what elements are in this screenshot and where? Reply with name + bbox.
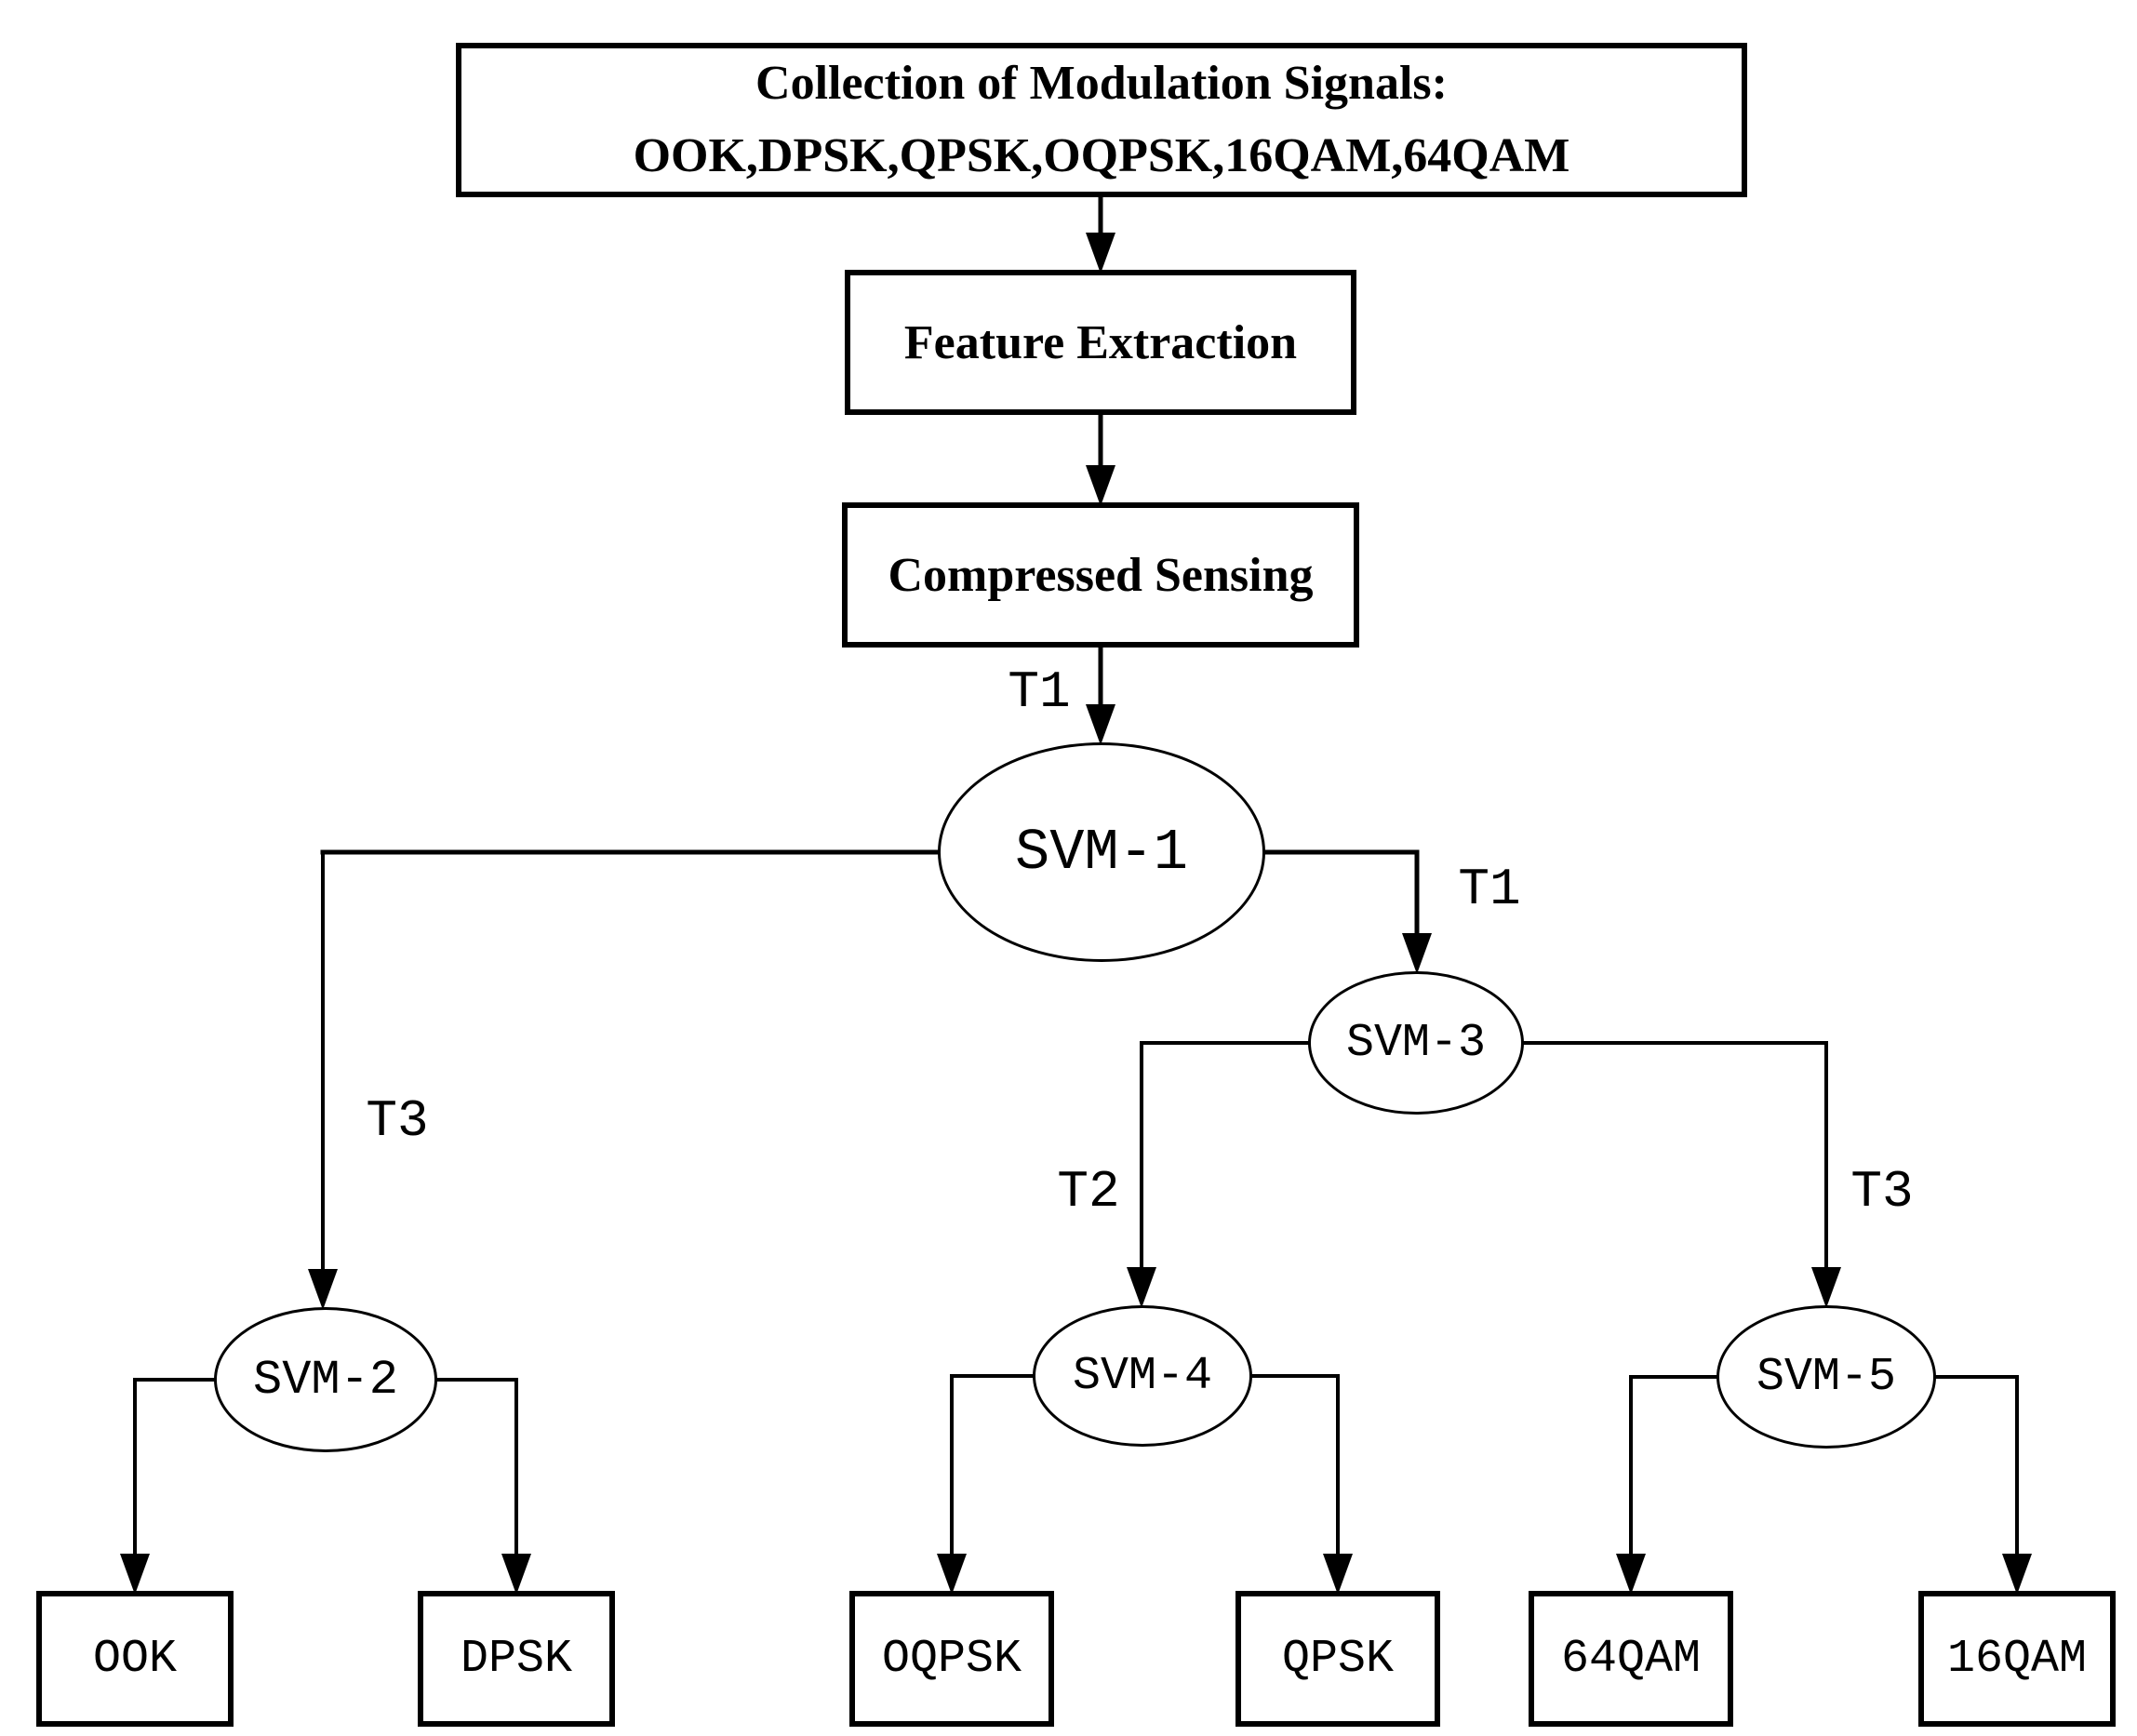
feature-extraction-box: Feature Extraction — [845, 270, 1356, 415]
svm3-label: SVM-3 — [1345, 1016, 1487, 1070]
svm5-node: SVM-5 — [1716, 1305, 1936, 1449]
ook-box: OOK — [36, 1591, 234, 1727]
arrowhead-svm1 — [1086, 704, 1115, 745]
collection-box-line1: Collection of Modulation Signals: — [755, 57, 1448, 110]
svm2-node: SVM-2 — [214, 1307, 437, 1452]
edge-label-t3-svm2: T3 — [366, 1091, 429, 1151]
svm1-label: SVM-1 — [1014, 819, 1189, 886]
qam64-box: 64QAM — [1529, 1591, 1733, 1727]
oqpsk-box: OQPSK — [849, 1591, 1054, 1727]
arrowhead-ook — [120, 1554, 150, 1595]
ook-label: OOK — [92, 1632, 177, 1686]
svm1-node: SVM-1 — [938, 742, 1265, 962]
edge-label-t1-svm3: T1 — [1458, 860, 1521, 919]
arrowhead-oqpsk — [937, 1554, 967, 1595]
svm2-label: SVM-2 — [252, 1352, 399, 1408]
qam16-box: 16QAM — [1918, 1591, 2116, 1727]
qpsk-label: QPSK — [1281, 1632, 1395, 1686]
dpsk-label: DPSK — [460, 1632, 573, 1686]
collection-box: Collection of Modulation Signals: OOK,DP… — [456, 43, 1747, 197]
svm4-label: SVM-4 — [1072, 1349, 1213, 1403]
arrowhead-compressed-sensing — [1086, 465, 1115, 506]
qam16-label: 16QAM — [1946, 1632, 2088, 1686]
qam64-label: 64QAM — [1560, 1632, 1702, 1686]
qpsk-box: QPSK — [1235, 1591, 1440, 1727]
arrowhead-64qam — [1616, 1554, 1646, 1595]
svm4-node: SVM-4 — [1033, 1305, 1252, 1447]
compressed-sensing-label: Compressed Sensing — [888, 548, 1314, 602]
arrowhead-16qam — [2002, 1554, 2032, 1595]
arrowhead-feature-extraction — [1086, 233, 1115, 274]
arrowhead-qpsk — [1323, 1554, 1353, 1595]
collection-box-line2: OOK,DPSK,QPSK,OQPSK,16QAM,64QAM — [633, 129, 1570, 182]
arrowhead-svm5 — [1811, 1267, 1841, 1308]
oqpsk-label: OQPSK — [881, 1632, 1022, 1686]
arrowhead-svm2 — [308, 1269, 338, 1310]
feature-extraction-label: Feature Extraction — [903, 315, 1298, 369]
edge-label-t1-root: T1 — [1008, 662, 1071, 722]
edge-label-t3-svm5: T3 — [1850, 1162, 1914, 1222]
edge-label-t2-svm4: T2 — [1057, 1162, 1120, 1222]
dpsk-box: DPSK — [418, 1591, 615, 1727]
svm3-node: SVM-3 — [1308, 971, 1524, 1115]
compressed-sensing-box: Compressed Sensing — [842, 502, 1359, 648]
arrowhead-dpsk — [501, 1554, 531, 1595]
svm5-label: SVM-5 — [1756, 1350, 1897, 1404]
arrowhead-svm3 — [1402, 933, 1432, 974]
arrowhead-svm4 — [1127, 1267, 1156, 1308]
